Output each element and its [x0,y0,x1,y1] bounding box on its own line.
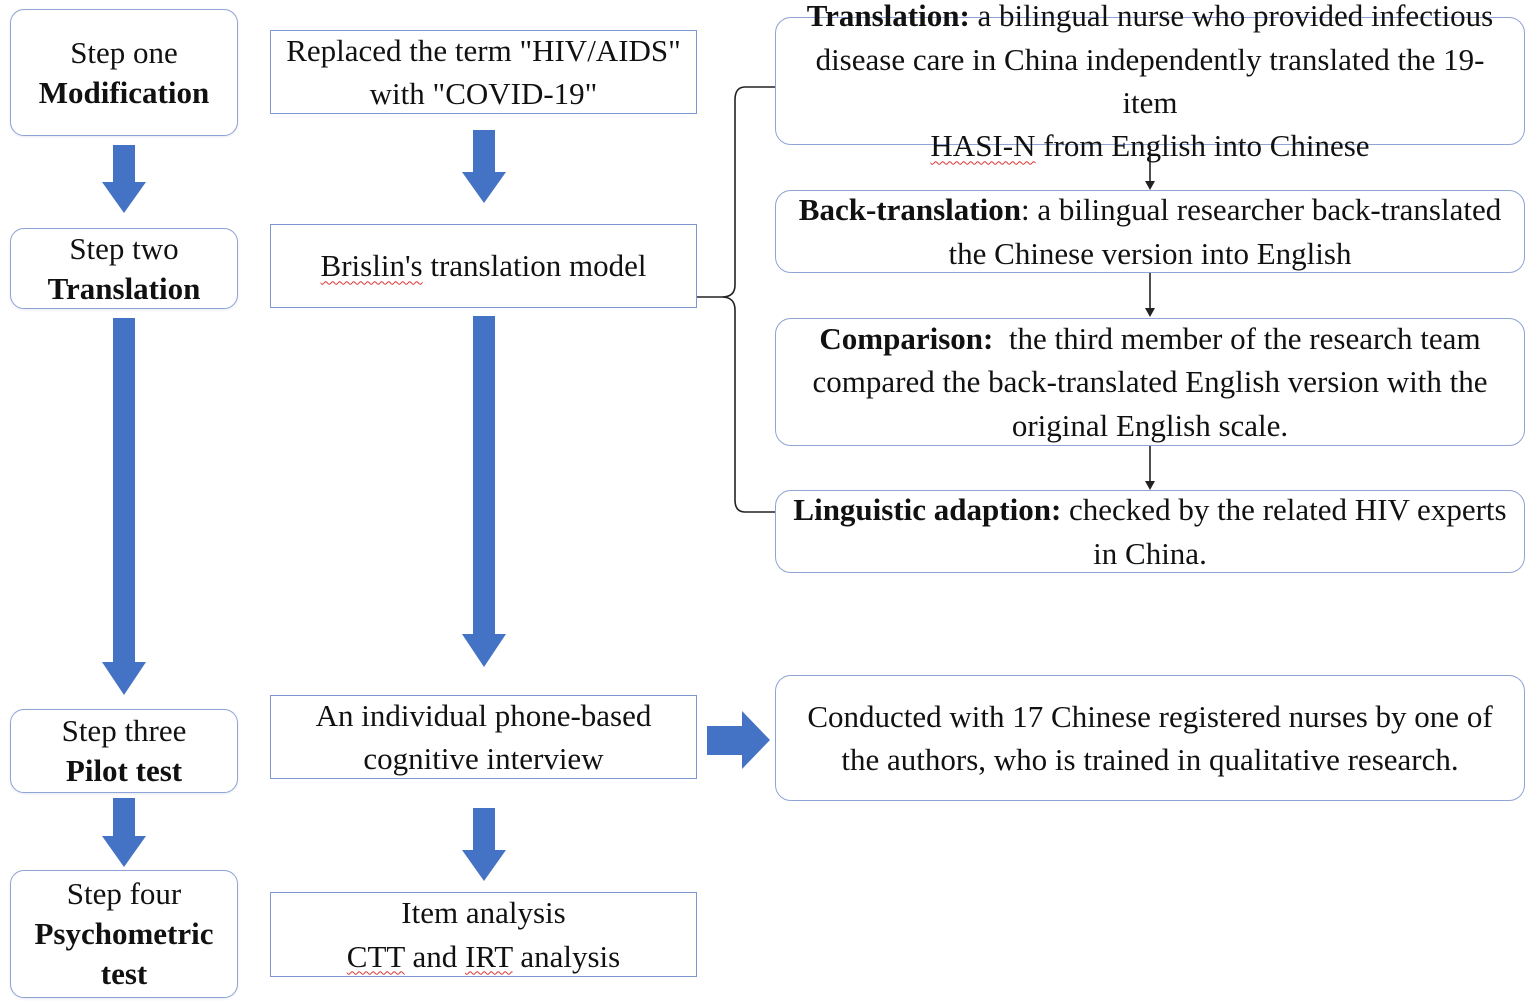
arrow-step2-to-step3 [102,318,146,695]
translation-model-text: Brislin's translation model [321,244,647,287]
irt-word: IRT [465,938,513,974]
step-two-title: Translation [47,270,201,306]
step-three-title: Pilot test [65,753,183,788]
back-translation-line-2: the Chinese version into English [948,235,1352,271]
linguistic-line-1: Linguistic adaption: checked by the rela… [793,488,1506,531]
translation-detail-box: Translation: a bilingual nurse who provi… [775,0,1525,163]
translation-detail-line-2: disease care in China independently tran… [815,41,1485,120]
arrow-translation-to-back [1145,181,1155,190]
step-four-label: Step four [66,876,182,912]
linguistic-head: Linguistic adaption: [793,492,1062,528]
item-analysis-line-2: CTT and IRT analysis [347,935,620,978]
step-one-label: Step one [70,34,178,70]
item-analysis-line-1: Item analysis [401,895,566,931]
modification-line-1: Replaced the term "HIV/AIDS" [286,32,681,68]
back-translation-head: Back-translation [798,192,1021,228]
translation-detail-line-1: Translation: a bilingual nurse who provi… [807,0,1494,38]
back-translation-box: Back-translation: a bilingual researcher… [775,190,1525,273]
translation-model-suffix: translation model [422,248,647,284]
arrow-translation-to-pilot [462,316,506,667]
step-three-label: Step three [61,713,187,749]
step-four-title-2: test [100,955,148,991]
comparison-head: Comparison: [819,320,994,356]
linguistic-adaption-box: Linguistic adaption: checked by the rela… [775,490,1525,573]
comparison-box: Comparison: the third member of the rese… [775,318,1525,446]
comparison-text-1: the third member of the research team [993,320,1481,356]
translation-detail-line-3: HASI-N from English into Chinese [930,124,1369,167]
translation-detail-head: Translation: [806,0,970,34]
step-two-label: Step two [69,230,179,266]
ctt-word: CTT [346,938,405,974]
brislin-word: Brislin's [320,248,423,284]
comparison-line-2: compared the back-translated English ver… [812,364,1488,400]
back-translation-line-1: Back-translation: a bilingual researcher… [799,188,1501,231]
arrow-pilot-to-item [462,808,506,881]
comparison-line-1: Comparison: the third member of the rese… [819,317,1480,360]
arrow-pilot-to-detail [707,711,770,769]
pilot-detail-box: Conducted with 17 Chinese registered nur… [775,675,1525,801]
step-one-title: Modification [38,74,210,110]
hasi-n-word: HASI-N [930,128,1036,164]
arrow-step3-to-step4 [102,798,146,867]
pilot-line-2: cognitive interview [363,741,604,776]
and-word: and [404,938,466,974]
analysis-word: analysis [512,938,621,974]
pilot-line-1: An individual phone-based [315,697,652,733]
back-translation-text-1: : a bilingual researcher back-translated [1020,192,1502,228]
modification-box: Replaced the term "HIV/AIDS" with "COVID… [270,30,697,114]
step-four-box: Step four Psychometric test [10,870,238,998]
arrow-comparison-to-linguistic [1145,481,1155,490]
modification-line-2: with "COVID-19" [369,76,598,111]
linguistic-line-2: in China. [1093,535,1207,571]
arrow-mod-to-translation [462,130,506,203]
pilot-detail-line-1: Conducted with 17 Chinese registered nur… [807,698,1493,734]
arrow-back-to-comparison [1145,308,1155,317]
translation-detail-text-3: from English into Chinese [1035,128,1370,164]
brislin-bracket [697,86,775,513]
step-one-box: Step one Modification [10,9,238,136]
pilot-interview-box: An individual phone-based cognitive inte… [270,695,697,779]
pilot-detail-line-2: the authors, who is trained in qualitati… [841,742,1459,777]
translation-model-box: Brislin's translation model [270,224,697,308]
comparison-line-3: original English scale. [1011,407,1289,443]
linguistic-text-1: checked by the related HIV experts [1061,492,1507,528]
arrow-step1-to-step2 [102,145,146,213]
step-two-box: Step two Translation [10,228,238,309]
step-three-box: Step three Pilot test [10,709,238,793]
step-four-title: Psychometric [34,916,214,952]
translation-detail-text-1: a bilingual nurse who provided infectiou… [969,0,1494,34]
item-analysis-box: Item analysis CTT and IRT analysis [270,892,697,977]
